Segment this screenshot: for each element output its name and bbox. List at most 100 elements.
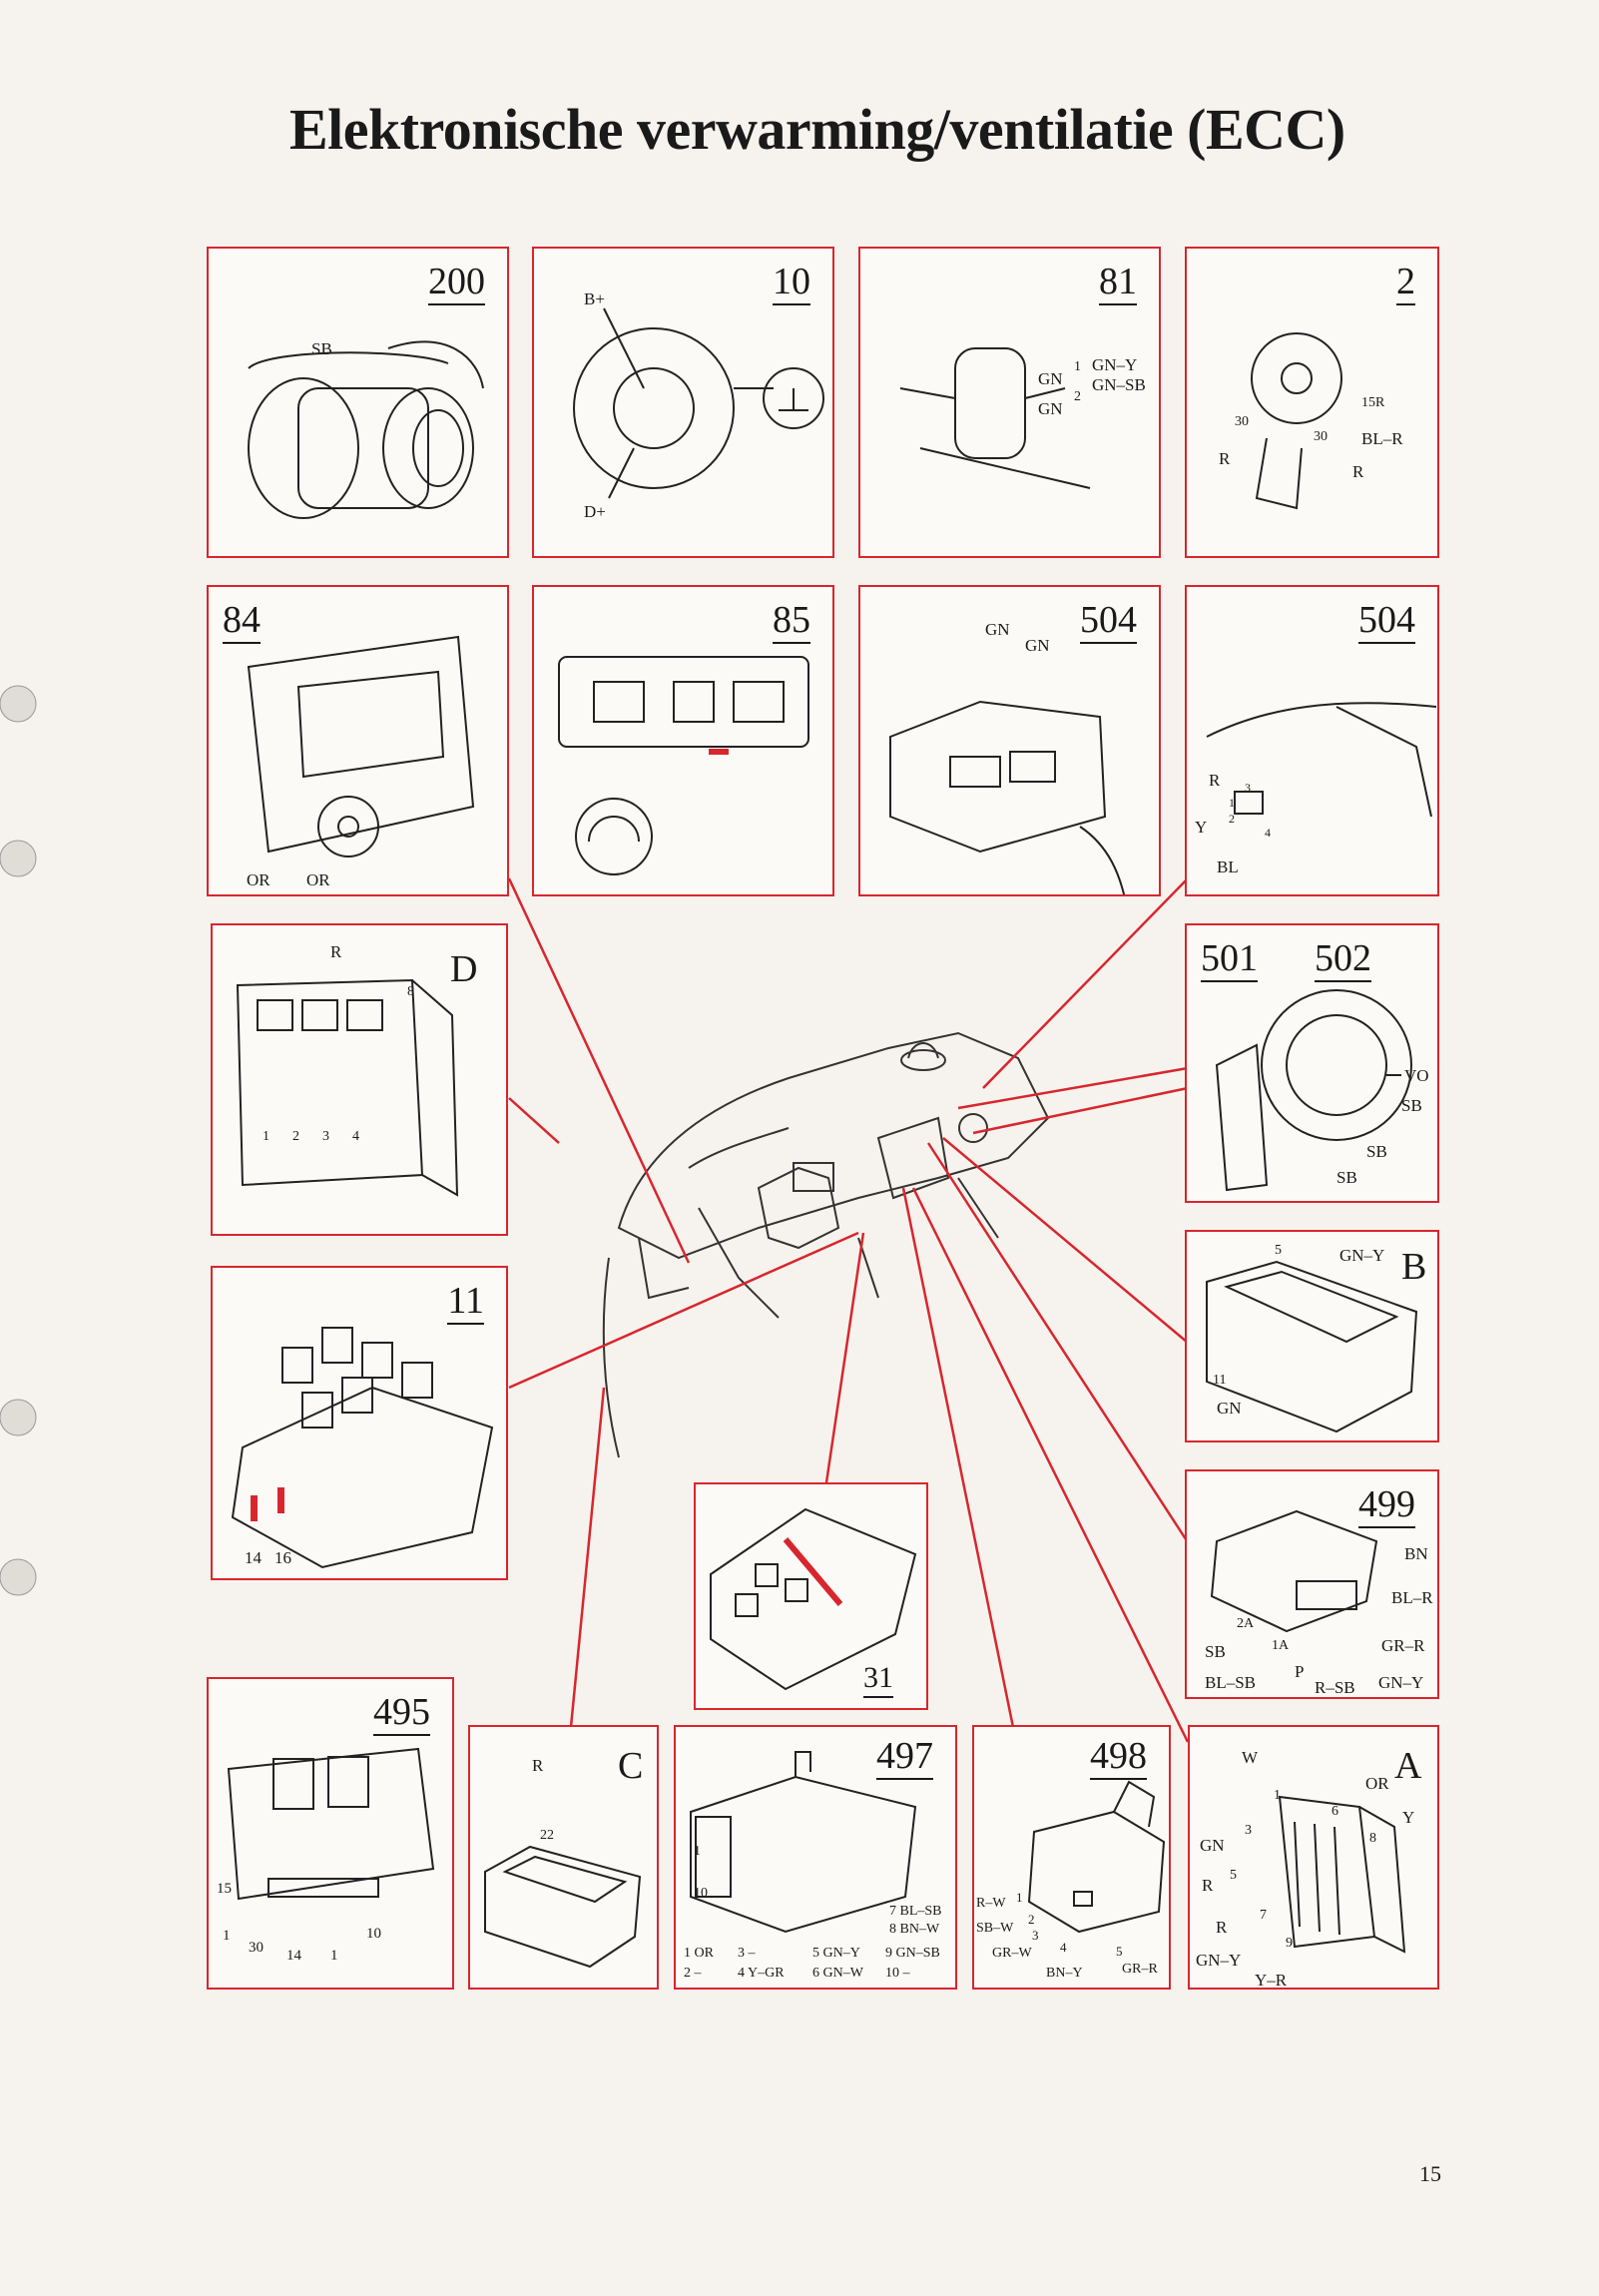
pin-label: 10: [366, 1926, 381, 1942]
panel-number: 499: [1358, 1485, 1415, 1528]
panel-number: 497: [876, 1737, 933, 1780]
terminal-label: D+: [584, 502, 606, 521]
panel-number: 501: [1201, 939, 1258, 982]
panel-501-502-blower: 501 502 VO SB SB SB: [1185, 923, 1439, 1203]
panel-85-instrument-cluster: 85: [532, 585, 834, 896]
wire-label: R: [1202, 1876, 1214, 1895]
leader-84: [507, 877, 691, 1264]
wire-label: GN: [1038, 369, 1063, 388]
panel-number: 2: [1396, 263, 1415, 305]
pin-label: 4: [1265, 826, 1271, 840]
wire-label: R–SB: [1315, 1678, 1355, 1697]
panel-10-alternator: 10 B+ D+: [532, 247, 834, 558]
wire-label: GN: [1200, 1836, 1225, 1855]
leader-497: [901, 1187, 1018, 1743]
pin-label: 1: [694, 1844, 701, 1859]
pin-label: 5: [1116, 1944, 1123, 1959]
panel-number: 498: [1090, 1737, 1147, 1780]
pin-label: 3: [1245, 1823, 1252, 1838]
compressor-drawing: [248, 340, 484, 519]
pin-legend: 9 GN–SB: [885, 1946, 940, 1961]
panel-number: 11: [447, 1282, 484, 1325]
pin-label: 1: [223, 1928, 231, 1944]
connector-a-drawing: [1278, 1795, 1406, 1954]
alternator-drawing: [573, 307, 824, 499]
panel-499-control-module: 499 BN BL–R 2A 1A SB GR–R BL–SB P R–SB G…: [1185, 1469, 1439, 1699]
binder-hole: [0, 840, 37, 877]
pin-label: 5: [1230, 1868, 1237, 1883]
panel-11-central-electrical: 11 14 16: [211, 1266, 508, 1580]
wire-label: GN: [1025, 636, 1050, 655]
pin-label: 4: [1060, 1940, 1067, 1955]
wire-label: Y–R: [1255, 1971, 1288, 1990]
pin-legend: 7 BL–SB: [889, 1904, 942, 1919]
pin-legend: 6 GN–W: [812, 1966, 863, 1981]
wire-label: R–W: [976, 1896, 1006, 1911]
pin-label: 6: [1332, 1804, 1338, 1819]
wire-label: OR: [306, 870, 330, 889]
panel-497-connector: 497 1 10 7 BL–SB 8 BN–W 1 OR 3 – 5 GN–Y …: [674, 1725, 957, 1990]
panel-b-connector: B 5 GN–Y 11 GN: [1185, 1230, 1439, 1442]
pin-label: 1: [1229, 796, 1235, 810]
pin-label: 11: [1213, 1373, 1227, 1388]
panel-number: 200: [428, 263, 485, 305]
panel-letter: B: [1401, 1246, 1427, 1288]
leader-504: [982, 877, 1189, 1089]
wire-label: BL–SB: [1205, 1673, 1257, 1692]
connector-d-drawing: [236, 978, 459, 1197]
panel-31-fuse-box: 31: [694, 1482, 928, 1710]
panel-d-connector: D R 8 1 2 3 4: [211, 923, 508, 1236]
wire-label: Y: [1195, 818, 1208, 837]
page-number: 15: [1419, 2161, 1441, 2186]
wire-label: SB: [1366, 1142, 1387, 1161]
panel-letter: D: [450, 948, 478, 990]
panel-letter: A: [1394, 1745, 1422, 1787]
pin-label: 2: [292, 1129, 299, 1144]
wire-label: GN: [1217, 1399, 1242, 1418]
pin-label: 3: [322, 1129, 329, 1144]
sensor-console-drawing: [889, 700, 1126, 894]
wire-label: BL–R: [1361, 429, 1403, 448]
wire-label: GN–Y: [1196, 1951, 1242, 1970]
panel-200-compressor: 200 SB: [207, 247, 509, 558]
wire-label: R: [1219, 449, 1231, 468]
pin-legend: 3 –: [738, 1946, 756, 1961]
pin-label: 2: [1028, 1912, 1035, 1927]
panel-number: 84: [223, 601, 261, 644]
wire-label: GN–SB: [1092, 375, 1146, 394]
panel-number: 504: [1358, 601, 1415, 644]
wire-label: GN–Y: [1339, 1246, 1385, 1265]
pin-label: 2: [1229, 812, 1235, 826]
wire-label: R: [1209, 771, 1221, 790]
pin-label: 3: [1032, 1928, 1039, 1943]
pin-label: 1: [1016, 1890, 1023, 1905]
wire-label: R: [1352, 462, 1364, 481]
wire-label: BN: [1404, 1544, 1428, 1563]
panel-498-connector: 498 R–W 1 SB–W 2 3 GR–W 4 5 BN–Y GR–R: [972, 1725, 1171, 1990]
pin-label: 1: [1274, 1788, 1281, 1803]
pin-label: 1: [1074, 359, 1081, 374]
pin-label: 8: [1369, 1831, 1376, 1846]
pin-legend: 5 GN–Y: [812, 1946, 860, 1961]
wire-label: SB–W: [976, 1921, 1014, 1936]
panel-504-sensor-connector: 504 R Y BL 1 2 3 4: [1185, 585, 1439, 896]
pin-label: 1: [330, 1948, 338, 1964]
pin-label: 1: [263, 1129, 269, 1144]
pin-label: 7: [1260, 1908, 1267, 1923]
panel-81-relay: 81 GN–Y GN–SB GN GN 1 2: [858, 247, 1161, 558]
leader-c: [569, 1387, 606, 1728]
wire-label: R: [1216, 1918, 1228, 1937]
connector-b-drawing: [1206, 1260, 1418, 1434]
relay-box-drawing: [231, 1327, 494, 1569]
panel-letter: C: [618, 1745, 644, 1787]
leader-11: [508, 1231, 859, 1390]
wire-label: GR–R: [1381, 1636, 1425, 1655]
wire-label: SB: [1205, 1642, 1226, 1661]
pin-legend: 1 OR: [684, 1946, 714, 1961]
instrument-cluster-drawing: [558, 656, 809, 875]
wire-label: W: [1242, 1748, 1259, 1767]
pin-label: 9: [1286, 1936, 1293, 1951]
relay-drawing: [899, 347, 1091, 489]
